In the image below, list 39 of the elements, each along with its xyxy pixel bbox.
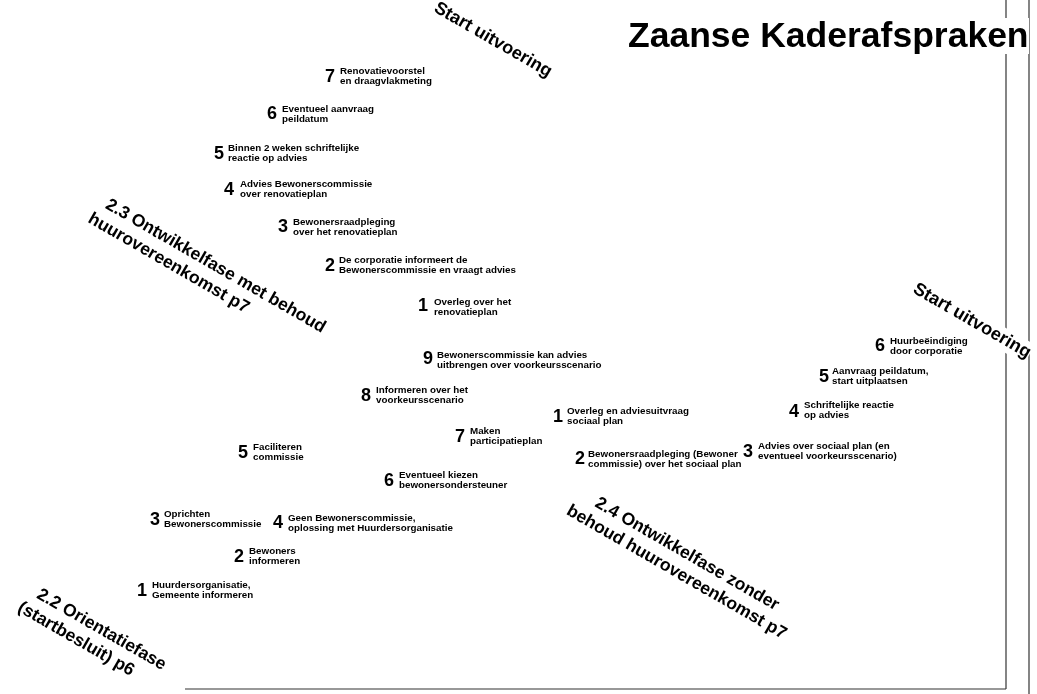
step-number: 6 [267, 104, 277, 122]
step-description: Oprichten Bewonerscommissie [164, 509, 262, 529]
step-number: 1 [137, 581, 147, 599]
step-description: Geen Bewonerscommissie, oplossing met Huurdersorganisatie [288, 513, 453, 533]
step-description: Overleg en adviesuitvraag sociaal plan [567, 406, 689, 426]
step-description: Schriftelijke reactie op advies [804, 400, 894, 420]
step-description: Overleg over het renovatieplan [434, 297, 512, 317]
step-number: 4 [789, 402, 799, 420]
diagram-title: Zaanse Kaderafspraken [628, 18, 1029, 54]
step-number: 6 [875, 336, 885, 354]
step-description: Bewonerscommissie kan advies uitbrengen over voorkeursscenario [437, 350, 602, 370]
step-number: 1 [418, 296, 428, 314]
step-description: Maken participatieplan [470, 426, 543, 446]
step-description: Renovatievoorstel en draagvlakmeting [340, 66, 432, 86]
step-number: 1 [553, 407, 563, 425]
step-number: 3 [150, 510, 160, 528]
step-number: 7 [455, 427, 465, 445]
step-number: 6 [384, 471, 394, 489]
step-number: 7 [325, 67, 335, 85]
step-number: 2 [234, 547, 244, 565]
step-number: 5 [819, 367, 829, 385]
step-number: 8 [361, 386, 371, 404]
step-number: 4 [273, 513, 283, 531]
step-description: Bewonersraadpleging (Bewoner commissie) over het sociaal plan [588, 449, 742, 469]
step-description: Binnen 2 weken schriftelijke reactie op advies [228, 143, 360, 163]
step-number: 5 [214, 144, 224, 162]
step-description: Faciliteren commissie [253, 442, 304, 462]
step-number: 2 [575, 449, 585, 467]
step-description: Informeren over het voorkeursscenario [376, 385, 468, 405]
step-number: 5 [238, 443, 248, 461]
step-description: Eventueel kiezen bewonersondersteuner [399, 470, 508, 490]
step-description: Eventueel aanvraag peildatum [282, 104, 375, 124]
step-description: Advies over sociaal plan (en eventueel voorkeursscenario) [758, 441, 897, 461]
step-description: De corporatie informeert de Bewonerscommissie en vraagt advies [339, 255, 516, 275]
step-description: Aanvraag peildatum, start uitplaatsen [832, 366, 929, 386]
step-number: 3 [743, 442, 753, 460]
step-number: 9 [423, 349, 433, 367]
step-description: Bewoners informeren [249, 546, 301, 566]
step-number: 3 [278, 217, 288, 235]
